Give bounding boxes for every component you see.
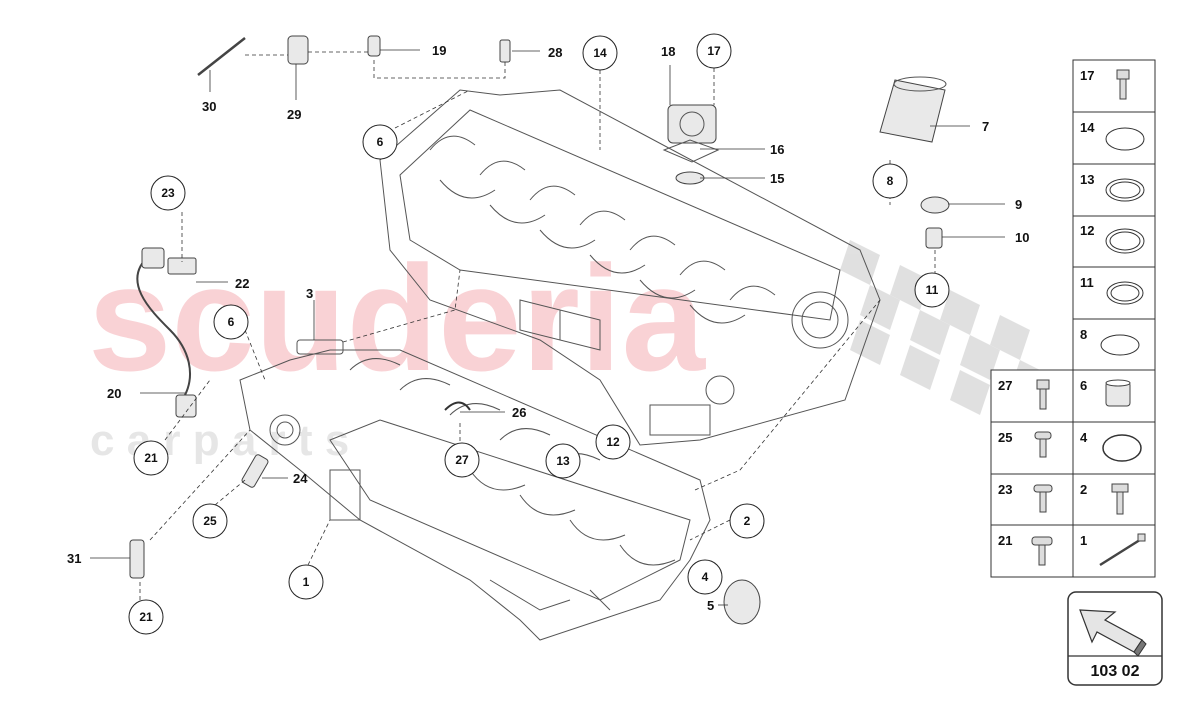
bedplate-oil-pan (239, 349, 711, 641)
circled-callouts: 23 6 6 21 21 25 27 14 17 8 11 12 13 2 4 … (128, 33, 950, 635)
svg-text:6: 6 (228, 315, 235, 329)
callout-circle-25: 25 (192, 503, 228, 539)
svg-text:2: 2 (744, 514, 751, 528)
o-ring-icon (1100, 334, 1140, 356)
callout-24: 24 (293, 471, 308, 486)
bolt-icon (1111, 483, 1129, 515)
callout-19: 19 (432, 43, 446, 58)
svg-text:21: 21 (144, 451, 158, 465)
svg-text:23: 23 (161, 186, 175, 200)
callout-22: 22 (235, 276, 249, 291)
legend-4: 4 (1080, 430, 1088, 445)
svg-text:1: 1 (303, 575, 310, 589)
legend-12: 12 (1080, 223, 1094, 238)
bolt-icon (1033, 484, 1053, 513)
svg-text:17: 17 (707, 44, 721, 58)
legend-21: 21 (998, 533, 1012, 548)
legend-1: 1 (1080, 533, 1087, 548)
bolt-icon (1036, 379, 1050, 410)
callout-circle-11: 11 (914, 272, 950, 308)
page-code: 103 02 (1091, 663, 1140, 680)
svg-text:4: 4 (702, 570, 709, 584)
callout-circle-21-upper: 21 (133, 440, 169, 476)
seal-ring-icon (1105, 178, 1145, 202)
long-bolt-icon (1099, 533, 1146, 567)
svg-text:13: 13 (556, 454, 570, 468)
legend-8: 8 (1080, 327, 1087, 342)
upper-crankcase (379, 89, 881, 446)
legend-25: 25 (998, 430, 1012, 445)
bolt-icon (1034, 431, 1052, 458)
watermark-sub: c a r p a r t s (90, 416, 349, 465)
callout-26: 26 (512, 405, 526, 420)
svg-text:11: 11 (926, 283, 939, 297)
callout-10: 10 (1015, 230, 1029, 245)
callout-28: 28 (548, 45, 562, 60)
callout-29: 29 (287, 107, 301, 122)
svg-text:25: 25 (203, 514, 217, 528)
callout-30: 30 (202, 99, 216, 114)
callout-circle-13: 13 (545, 443, 581, 479)
svg-text:12: 12 (606, 435, 620, 449)
callout-3: 3 (306, 286, 313, 301)
small-parts (129, 35, 950, 625)
callout-7: 7 (982, 119, 989, 134)
arrow-up-left-icon (1079, 609, 1147, 657)
page-nav-badge[interactable]: 103 02 (1067, 591, 1163, 686)
callout-9: 9 (1015, 197, 1022, 212)
callout-circle-8: 8 (872, 163, 908, 199)
legend-27: 27 (998, 378, 1012, 393)
callout-5: 5 (707, 598, 714, 613)
callout-circle-27: 27 (444, 442, 480, 478)
gasket-ring-icon (1102, 434, 1142, 462)
callout-15: 15 (770, 171, 784, 186)
callout-circle-4: 4 (687, 559, 723, 595)
svg-text:14: 14 (593, 46, 607, 60)
bolt-icon (1031, 536, 1053, 566)
legend-2: 2 (1080, 482, 1087, 497)
seal-ring-icon (1105, 228, 1145, 254)
callout-circle-2: 2 (729, 503, 765, 539)
callout-circle-1: 1 (288, 564, 324, 600)
legend-23: 23 (998, 482, 1012, 497)
watermark: scuderia c a r p a r t s (88, 234, 1050, 465)
callout-circle-12: 12 (595, 424, 631, 460)
callout-circle-23: 23 (150, 175, 186, 211)
callout-circle-14: 14 (582, 35, 618, 71)
callout-circle-21-lower: 21 (128, 599, 164, 635)
callout-20: 20 (107, 386, 121, 401)
legend-11: 11 (1080, 275, 1094, 290)
plain-callouts: 30 29 19 28 18 16 15 7 9 10 22 3 20 26 2… (67, 43, 1029, 613)
legend-13: 13 (1080, 172, 1094, 187)
legend-6: 6 (1080, 378, 1087, 393)
sleeve-icon (1105, 379, 1131, 407)
callout-circle-17: 17 (696, 33, 732, 69)
svg-text:21: 21 (139, 610, 153, 624)
callout-31: 31 (67, 551, 81, 566)
bolt-icon (1116, 69, 1130, 100)
svg-text:27: 27 (455, 453, 469, 467)
callout-circle-6-lower: 6 (213, 304, 249, 340)
seal-ring-icon (1106, 281, 1144, 305)
seal-ring-icon (1105, 127, 1145, 151)
svg-text:6: 6 (377, 135, 384, 149)
callout-18: 18 (661, 44, 675, 59)
svg-text:8: 8 (887, 174, 894, 188)
legend-17: 17 (1080, 68, 1094, 83)
leader-lines (90, 49, 1005, 606)
legend-table: 17 14 13 12 11 8 6 4 2 1 27 25 23 21 (990, 59, 1156, 578)
callout-16: 16 (770, 142, 784, 157)
callout-circle-6-upper: 6 (362, 124, 398, 160)
legend-14: 14 (1080, 120, 1095, 135)
